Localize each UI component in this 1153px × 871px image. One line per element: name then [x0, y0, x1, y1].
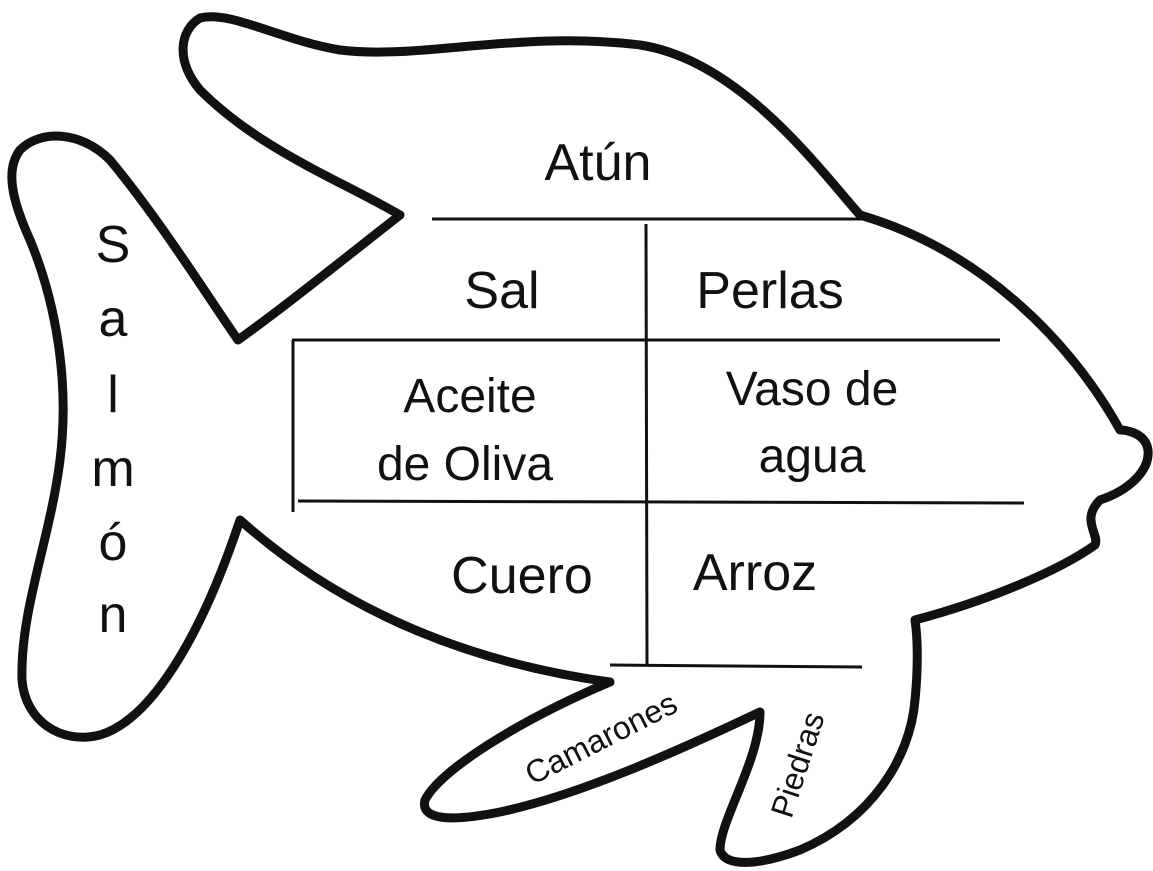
- tail-letter-2: a: [99, 290, 128, 348]
- divider-bottom: [609, 663, 863, 669]
- label-cuero: Cuero: [451, 547, 593, 605]
- label-atun: Atún: [545, 134, 652, 192]
- divider-center: [644, 223, 649, 667]
- label-perlas: Perlas: [696, 262, 843, 320]
- label-vaso-line1: Vaso de: [726, 363, 899, 416]
- fish-outline: [7, 12, 1153, 867]
- tail-letter-3: l: [107, 366, 119, 424]
- tail-letter-6: n: [99, 586, 128, 644]
- label-vaso-line2: agua: [759, 430, 866, 483]
- tail-letter-5: ó: [99, 514, 128, 572]
- tail-letter-4: m: [91, 440, 134, 498]
- label-aceite-line1: Aceite: [403, 370, 536, 423]
- label-aceite-line2: de Oliva: [377, 438, 553, 491]
- label-arroz: Arroz: [693, 544, 817, 602]
- tail-letter-1: S: [96, 216, 131, 274]
- label-sal: Sal: [464, 262, 539, 320]
- divider-row3: [297, 499, 1025, 505]
